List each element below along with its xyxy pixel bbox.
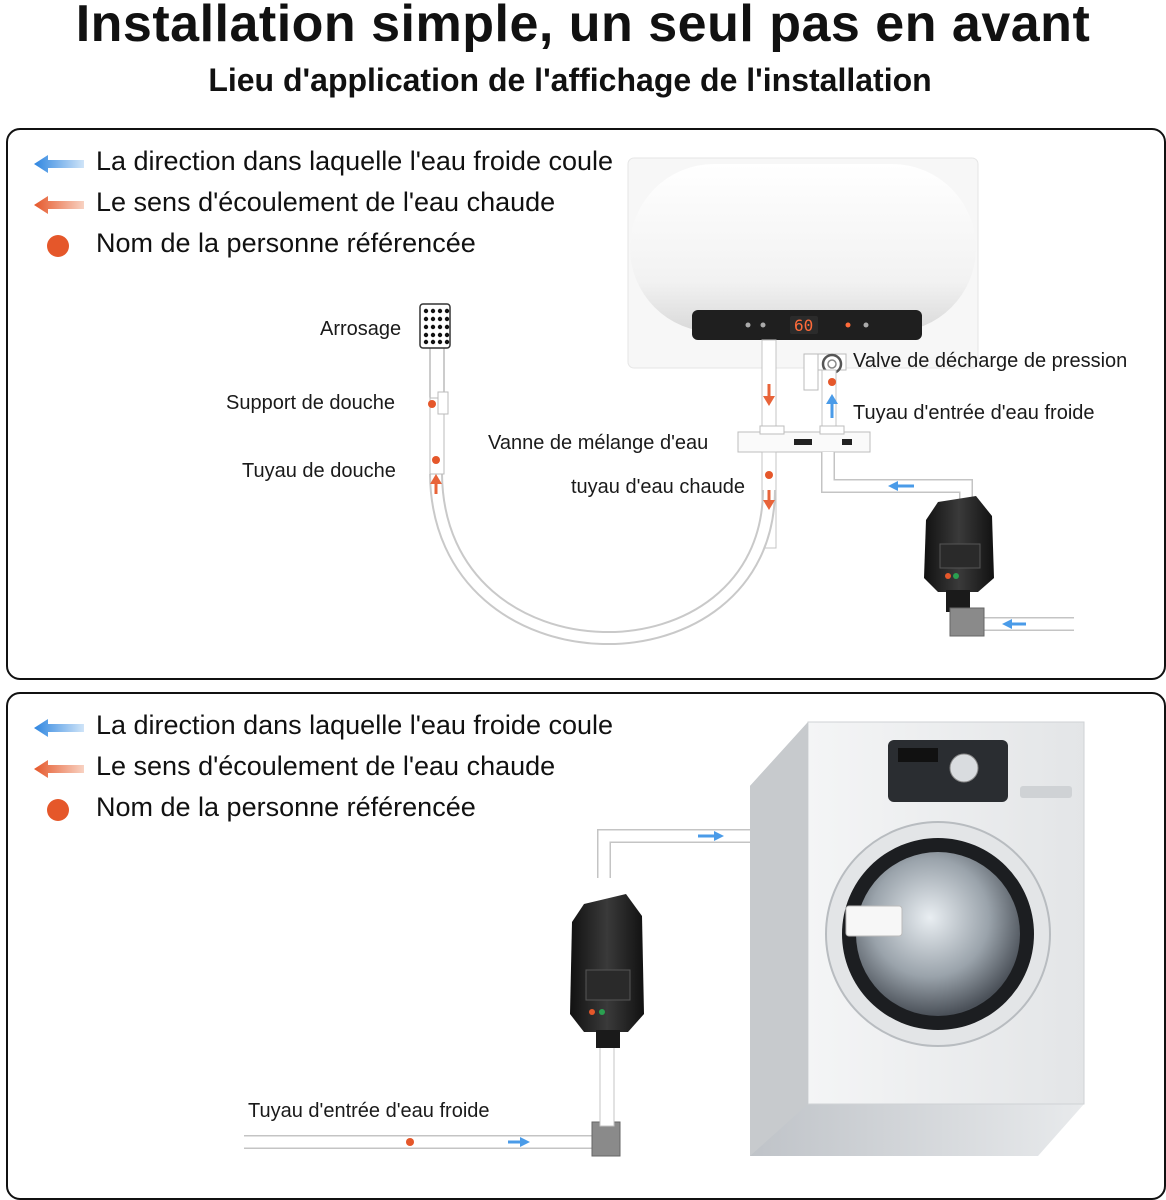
marker-entree-froide bbox=[406, 1138, 414, 1146]
mixing-valve bbox=[737, 425, 871, 453]
label-vanne-melange: Vanne de mélange d'eau bbox=[488, 432, 709, 454]
cold-arrow-icon bbox=[34, 719, 84, 737]
label-entree-froide: Tuyau d'entrée d'eau froide bbox=[853, 402, 1095, 424]
marker-entree-froide bbox=[828, 378, 836, 386]
booster-pump bbox=[924, 496, 994, 612]
booster-pump bbox=[570, 894, 644, 1048]
marker-eau-chaude bbox=[765, 471, 773, 479]
hot-flow-arrow-shower bbox=[430, 474, 442, 494]
pressure-relief-valve bbox=[803, 353, 847, 391]
water-heater-diagram: 60 bbox=[419, 157, 1074, 645]
hot-arrow-icon bbox=[34, 196, 84, 214]
washing-machine-panel: La direction dans laquelle l'eau froide … bbox=[6, 692, 1166, 1200]
label-entree-froide: Tuyau d'entrée d'eau froide bbox=[248, 1100, 490, 1122]
cold-flow-arrow-inlet bbox=[826, 394, 838, 418]
heater-display-value: 60 bbox=[794, 316, 813, 335]
hot-arrow-icon bbox=[34, 760, 84, 778]
marker-dot-icon bbox=[47, 799, 69, 821]
hot-flow-arrow-pipe bbox=[763, 490, 775, 510]
marker-tuyau-douche bbox=[432, 456, 440, 464]
label-support-douche: Support de douche bbox=[226, 392, 396, 414]
marker-dot-icon bbox=[47, 235, 69, 257]
marker-support bbox=[428, 400, 436, 408]
water-heater-panel: 60 bbox=[6, 128, 1166, 680]
label-arrosage: Arrosage bbox=[320, 318, 402, 340]
door-handle bbox=[845, 905, 903, 937]
pump-elbow bbox=[591, 1121, 621, 1157]
page-subtitle: Lieu d'application de l'affichage de l'i… bbox=[208, 62, 932, 98]
cold-flow-arrow-inlet bbox=[508, 1137, 530, 1147]
page-title: Installation simple, un seul pas en avan… bbox=[75, 0, 1091, 53]
shower-head bbox=[419, 303, 451, 475]
water-heater: 60 bbox=[627, 157, 979, 369]
washing-machine bbox=[750, 721, 1085, 1156]
cold-flow-arrow-machine bbox=[698, 831, 724, 841]
label-valve-decharge: Valve de décharge de pression bbox=[853, 350, 1128, 372]
label-eau-chaude: tuyau d'eau chaude bbox=[571, 476, 745, 498]
cold-arrow-icon bbox=[34, 155, 84, 173]
cold-flow-arrow-bottom bbox=[1002, 619, 1026, 629]
cold-flow-arrow-pump-top bbox=[888, 481, 914, 491]
label-tuyau-douche: Tuyau de douche bbox=[242, 460, 396, 482]
hot-flow-arrow-heater bbox=[763, 384, 775, 406]
washing-machine-diagram bbox=[244, 721, 1085, 1157]
